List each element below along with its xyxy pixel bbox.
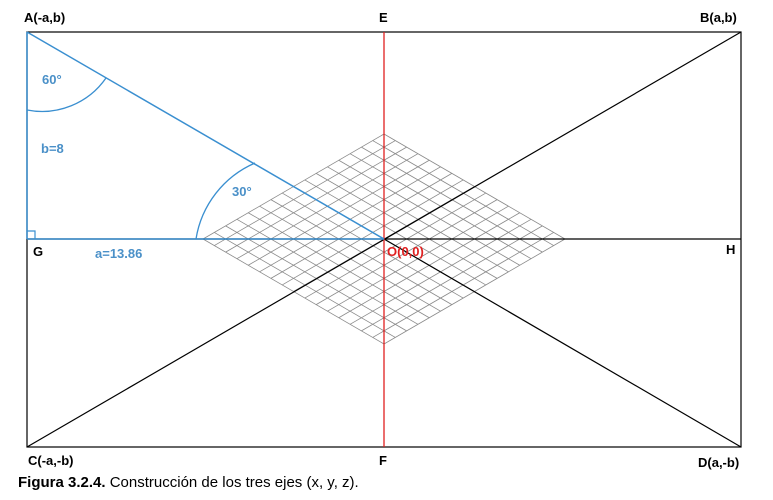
figure-number: Figura 3.2.4. xyxy=(18,474,106,491)
point-g-label: G xyxy=(33,244,43,259)
point-d-label: D(a,-b) xyxy=(698,455,739,470)
a-value-label: a=13.86 xyxy=(95,246,142,261)
figure-caption-text: Construcción de los tres ejes (x, y, z). xyxy=(105,474,359,491)
angle-arc-60 xyxy=(26,77,107,113)
b-value-label: b=8 xyxy=(41,141,64,156)
point-e-label: E xyxy=(379,10,388,25)
point-f-label: F xyxy=(379,453,387,468)
angle-arc-30 xyxy=(195,162,256,240)
diagonal-o-d xyxy=(383,238,742,448)
right-angle-marker xyxy=(27,230,36,239)
angle-30-label: 30° xyxy=(232,184,252,199)
origin-label: O(0,0) xyxy=(387,244,424,259)
point-h-label: H xyxy=(726,242,735,257)
point-a-label: A(-a,b) xyxy=(24,10,65,25)
point-c-label: C(-a,-b) xyxy=(28,453,74,468)
construction-hypotenuse xyxy=(26,31,385,240)
angle-60-label: 60° xyxy=(42,72,62,87)
point-b-label: B(a,b) xyxy=(700,10,737,25)
figure-caption: Figura 3.2.4. Construcción de los tres e… xyxy=(18,474,359,491)
